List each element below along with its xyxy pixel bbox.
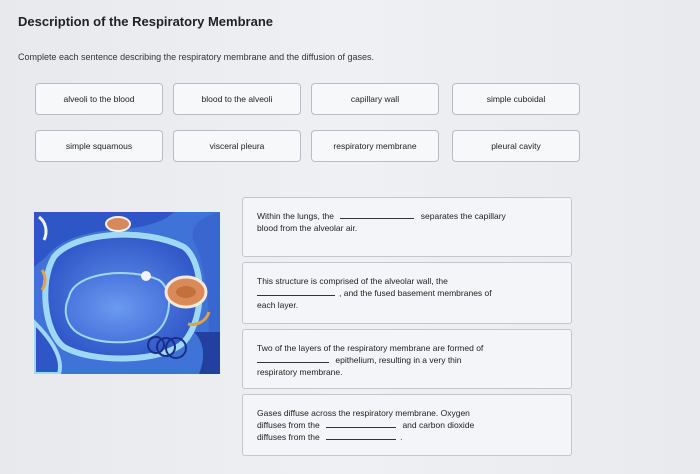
word-chip-respiratory-membrane[interactable]: respiratory membrane: [311, 130, 439, 162]
alveoli-capillary-diagram: [34, 212, 220, 374]
prompt-4-text-d: diffuses from the: [257, 432, 320, 442]
prompt-4-text-a: Gases diffuse across the respiratory mem…: [257, 408, 470, 418]
prompt-1-blank[interactable]: [340, 210, 415, 219]
prompt-4-line-2: diffuses from the and carbon dioxide: [257, 419, 557, 431]
prompt-3-text-b: epithelium, resulting in a very thin: [335, 355, 462, 365]
word-chip-visceral-pleura[interactable]: visceral pleura: [173, 130, 301, 162]
instructions-text: Complete each sentence describing the re…: [18, 52, 375, 62]
prompt-2-line-2: , and the fused basement membranes of: [257, 287, 557, 299]
page-title: Description of the Respiratory Membrane: [18, 14, 273, 29]
prompt-4-text-e: .: [400, 432, 403, 442]
prompt-1-line-1: Within the lungs, the separates the capi…: [257, 210, 557, 222]
prompt-3-text-a: Two of the layers of the respiratory mem…: [257, 343, 484, 353]
prompt-3-blank[interactable]: [257, 354, 329, 363]
prompt-2-text-a: This structure is comprised of the alveo…: [257, 276, 448, 286]
prompt-4-blank-2[interactable]: [326, 431, 397, 440]
word-chip-simple-squamous[interactable]: simple squamous: [35, 130, 163, 162]
prompt-3-text-c: respiratory membrane.: [257, 367, 343, 377]
prompt-2-text-c: each layer.: [257, 300, 299, 310]
prompt-card-4: Gases diffuse across the respiratory mem…: [242, 394, 572, 456]
word-chip-capillary-wall[interactable]: capillary wall: [311, 83, 439, 115]
prompt-2-text-b: , and the fused basement membranes of: [339, 288, 492, 298]
respiratory-membrane-illustration: [34, 212, 220, 374]
prompt-2-blank[interactable]: [257, 287, 335, 296]
prompt-1-text-c: blood from the alveolar air.: [257, 223, 358, 233]
prompt-4-text-b: diffuses from the: [257, 420, 320, 430]
prompt-1-text-a: Within the lungs, the: [257, 211, 335, 221]
prompt-card-2: This structure is comprised of the alveo…: [242, 262, 572, 324]
word-chip-blood-to-the-alveoli[interactable]: blood to the alveoli: [173, 83, 301, 115]
prompt-4-line-3: diffuses from the .: [257, 431, 557, 443]
prompt-4-text-c: and carbon dioxide: [402, 420, 475, 430]
word-chip-simple-cuboidal[interactable]: simple cuboidal: [452, 83, 580, 115]
word-chip-pleural-cavity[interactable]: pleural cavity: [452, 130, 580, 162]
prompt-card-1: Within the lungs, the separates the capi…: [242, 197, 572, 257]
prompt-4-blank-1[interactable]: [326, 419, 397, 428]
word-chip-alveoli-to-the-blood[interactable]: alveoli to the blood: [35, 83, 163, 115]
prompt-3-line-2: epithelium, resulting in a very thin: [257, 354, 557, 366]
prompt-1-text-b: separates the capillary: [420, 211, 506, 221]
prompt-card-3: Two of the layers of the respiratory mem…: [242, 329, 572, 389]
